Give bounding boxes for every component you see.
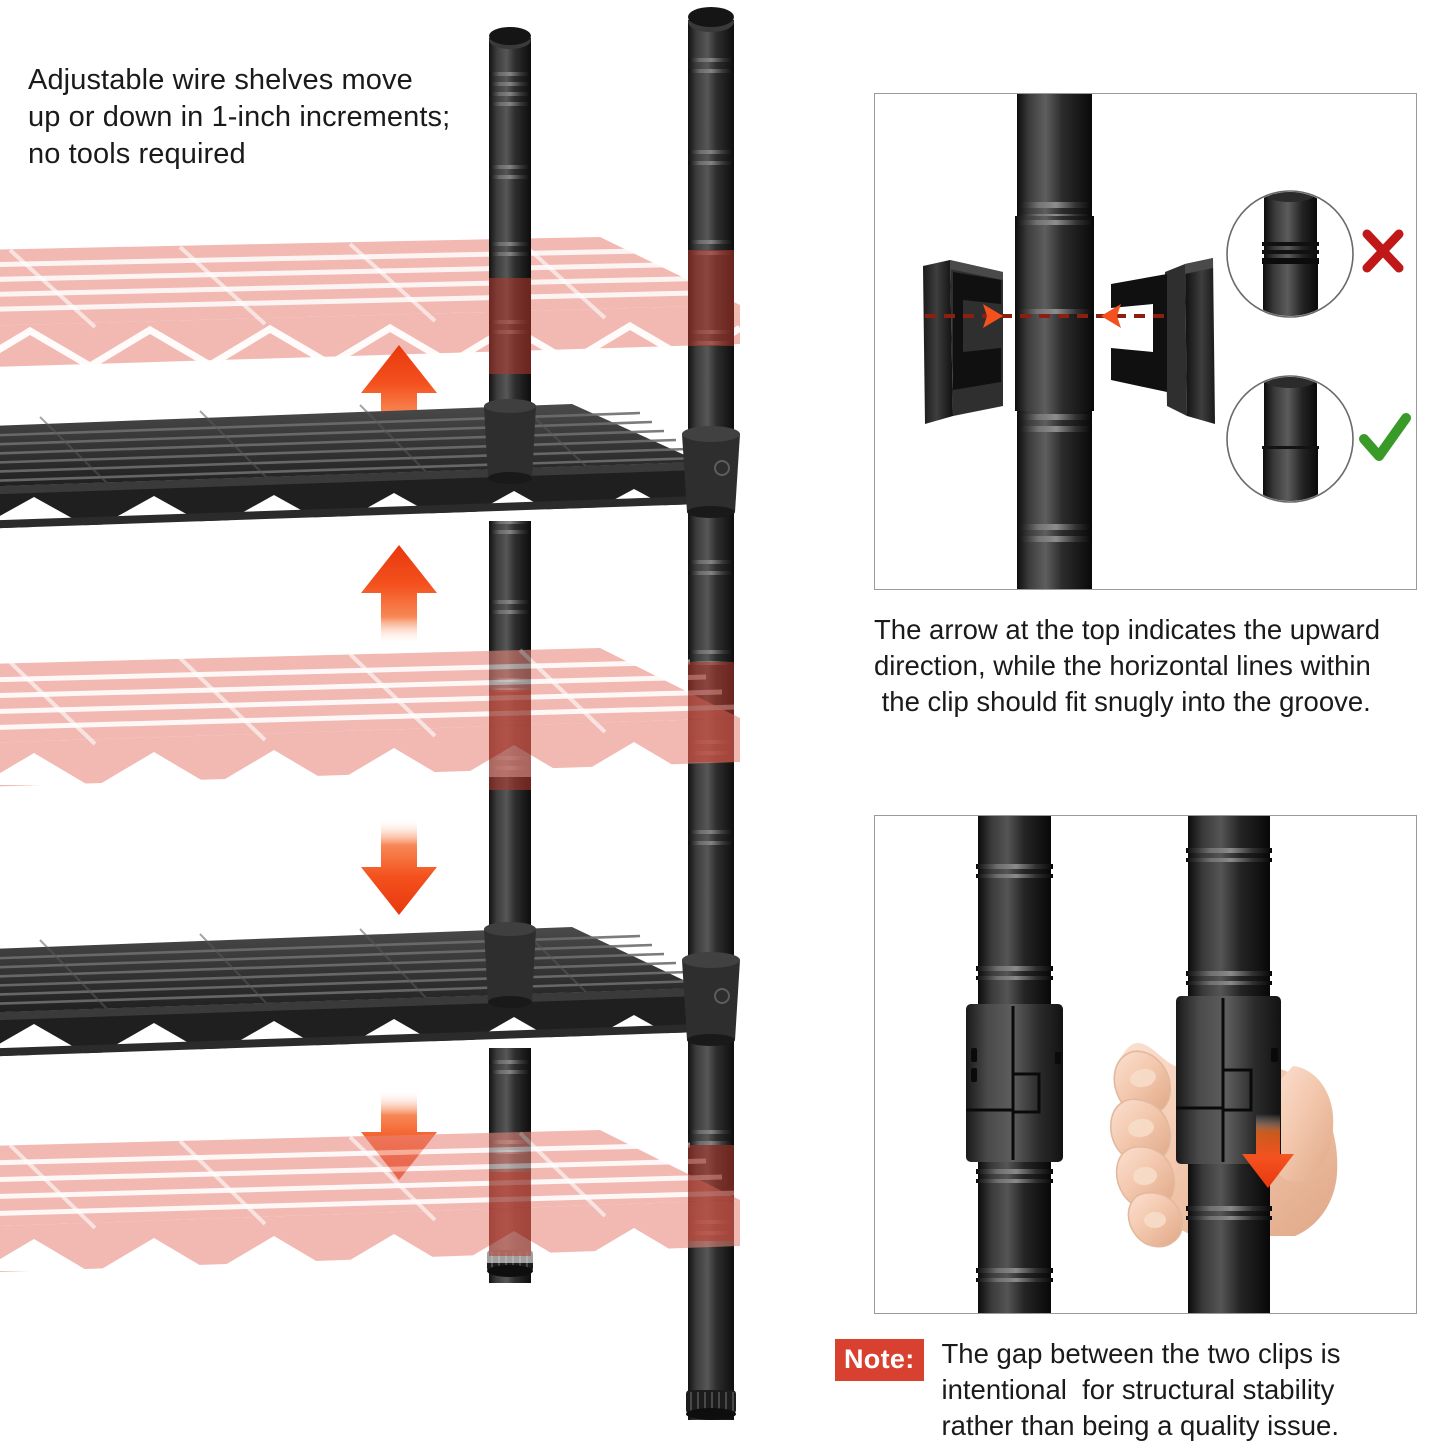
cross-icon [1362,229,1404,273]
headline-line-3: no tools required [28,137,246,170]
arrow-up-2 [361,545,437,645]
shelf-solid-upper [0,399,740,529]
ghost-tint-middle [489,662,734,790]
note-badge: Note: [835,1339,924,1381]
note-line-2: intentional for structural stability [941,1373,1335,1405]
pole-assembly-right [1110,816,1338,1313]
ghost-shelf-bottom [0,1130,740,1273]
clip-alignment-illustration [923,94,1411,589]
note-block: Note: The gap between the two clips is i… [835,1336,1445,1443]
inset-incorrect [1226,190,1404,318]
note-line-1: The gap between the two clips is [941,1338,1341,1369]
arrow-down-1 [361,818,437,915]
clip-alignment-caption: The arrow at the top indicates the upwar… [874,612,1445,719]
alignment-guide [925,304,1165,328]
clip-alignment-panel [874,93,1417,590]
wire-shelf-svg [0,7,742,1420]
clip-gap-illustration [966,816,1338,1313]
ghost-tint-bottom [489,1145,734,1256]
page-title: Adjustable wire shelves move up or down … [28,62,498,172]
clip-collar-left [966,1004,1063,1162]
arrow-down-2 [361,1090,437,1180]
arrowhead-left-pointing [1101,304,1121,328]
caption-top-line-1: The arrow at the top indicates the upwar… [874,614,1380,645]
shelf-collar-left [484,399,536,484]
headline-line-2: up or down in 1-inch increments; [28,100,451,133]
check-icon [1359,413,1411,461]
arrow-up-1 [361,345,437,442]
ghost-tint-top [489,250,734,374]
ghost-shelf-top [0,237,742,371]
note-line-3: rather than being a quality issue. [941,1409,1339,1441]
center-pole [1015,94,1094,589]
ghost-shelf-middle [0,648,740,787]
shelf-collar-right [682,426,740,518]
caption-top-line-2: direction, while the horizontal lines wi… [874,649,1371,681]
shelf-collar-right-lower [682,952,740,1046]
clip-gap-panel [874,815,1417,1314]
arrowhead-right-pointing [983,304,1003,328]
headline-line-1: Adjustable wire shelves move [28,64,413,96]
clip-half-right [1111,258,1215,424]
inset-correct [1226,375,1411,503]
right-column: The arrow at the top indicates the upwar… [835,0,1445,1443]
caption-top-line-3: the clip should fit snugly into the groo… [874,685,1371,717]
note-text: The gap between the two clips is intenti… [942,1336,1412,1443]
clip-half-left [923,260,1003,424]
arrow-down-slide [1242,1114,1294,1188]
shelf-collar-left-lower [484,922,536,1008]
shelf-solid-lower [0,922,740,1057]
clip-collar-right [1176,996,1281,1164]
adjustable-shelf-illustration: Adjustable wire shelves move up or down … [0,7,742,1420]
pole-assembly-left [966,816,1063,1313]
